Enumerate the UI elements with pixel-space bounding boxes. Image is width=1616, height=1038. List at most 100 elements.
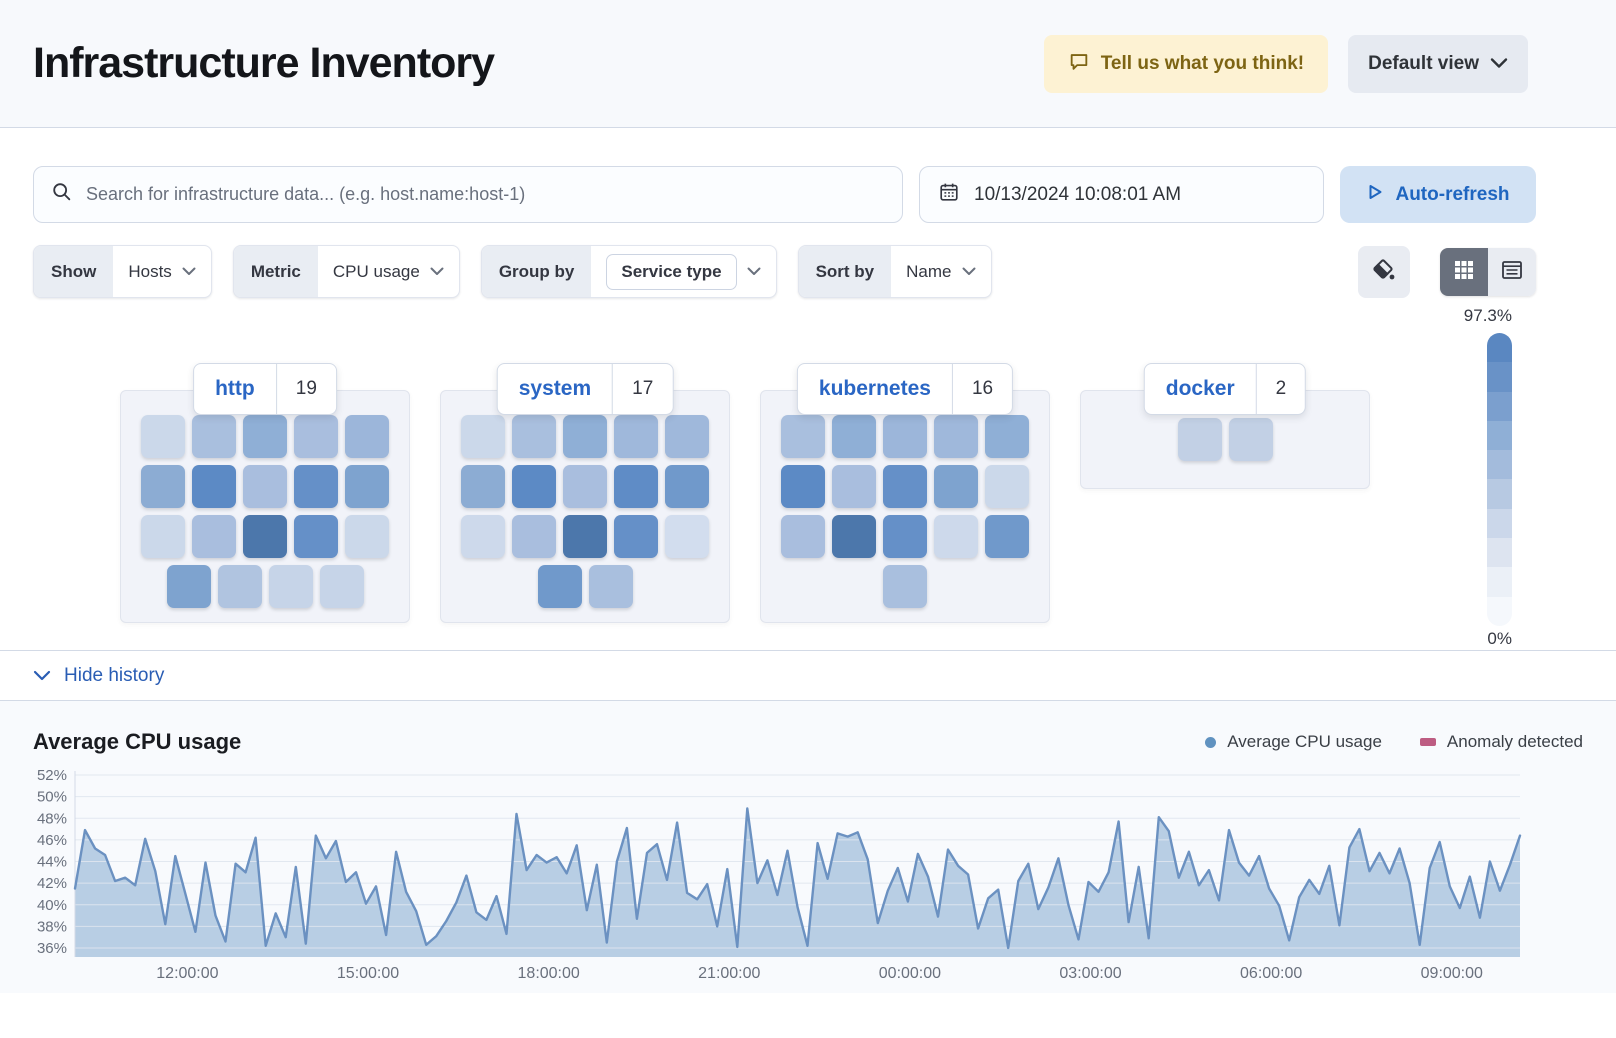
host-tile[interactable] xyxy=(294,415,338,458)
group-name[interactable]: system xyxy=(518,377,592,400)
tile-row xyxy=(461,415,709,458)
host-tile[interactable] xyxy=(1177,418,1222,461)
grid-view-button[interactable] xyxy=(1440,247,1488,296)
feedback-button[interactable]: Tell us what you think! xyxy=(1043,34,1329,93)
host-tile[interactable] xyxy=(588,565,633,608)
sort-by-label: Sort by xyxy=(798,246,892,297)
host-tile[interactable] xyxy=(614,415,658,458)
host-tile[interactable] xyxy=(512,415,556,458)
host-tile[interactable] xyxy=(345,465,389,508)
host-tile[interactable] xyxy=(345,515,389,558)
host-tile[interactable] xyxy=(512,465,556,508)
search-input[interactable] xyxy=(86,184,885,205)
host-tile[interactable] xyxy=(832,415,876,458)
host-tile[interactable] xyxy=(985,465,1029,508)
host-tile[interactable] xyxy=(141,515,185,558)
group-label-pill[interactable]: system 17 xyxy=(496,363,674,415)
group-by-selected-pill[interactable]: Service type xyxy=(606,253,737,290)
show-value-dropdown[interactable]: Hosts xyxy=(113,246,210,297)
host-tile[interactable] xyxy=(461,465,505,508)
host-tile[interactable] xyxy=(166,565,211,608)
host-tile[interactable] xyxy=(883,565,927,608)
chart-legend: Average CPU usage Anomaly detected xyxy=(1205,732,1583,752)
pill-divider xyxy=(612,364,614,414)
host-tile[interactable] xyxy=(217,565,262,608)
cpu-history-chart-section: Average CPU usage Average CPU usage Anom… xyxy=(0,700,1616,993)
host-tile[interactable] xyxy=(883,415,927,458)
hide-history-toggle[interactable]: Hide history xyxy=(0,650,1616,700)
host-tile[interactable] xyxy=(319,565,364,608)
tile-row xyxy=(781,465,1029,508)
group-name[interactable]: http xyxy=(215,377,255,400)
group-name[interactable]: kubernetes xyxy=(818,377,931,400)
host-tile[interactable] xyxy=(985,515,1029,558)
host-tile[interactable] xyxy=(537,565,582,608)
host-tile[interactable] xyxy=(934,515,978,558)
y-tick-label: 36% xyxy=(37,940,67,957)
group-count: 17 xyxy=(632,378,654,399)
host-tile[interactable] xyxy=(192,515,236,558)
host-tile[interactable] xyxy=(781,515,825,558)
host-tile[interactable] xyxy=(614,465,658,508)
host-tile[interactable] xyxy=(294,465,338,508)
host-tile[interactable] xyxy=(563,515,607,558)
host-tile[interactable] xyxy=(243,515,287,558)
group-by-value-dropdown[interactable]: Service type xyxy=(591,246,775,297)
host-tile[interactable] xyxy=(1228,418,1273,461)
host-tile[interactable] xyxy=(883,465,927,508)
datetime-value: 10/13/2024 10:08:01 AM xyxy=(974,183,1182,205)
view-selector-button[interactable]: Default view xyxy=(1348,34,1528,93)
host-tile[interactable] xyxy=(781,465,825,508)
host-tile[interactable] xyxy=(665,415,709,458)
tile-row xyxy=(1177,418,1273,461)
host-tile[interactable] xyxy=(563,415,607,458)
host-tile[interactable] xyxy=(243,465,287,508)
y-tick-label: 52% xyxy=(37,767,67,784)
host-tile[interactable] xyxy=(883,515,927,558)
host-tile[interactable] xyxy=(268,565,313,608)
legend-anomaly[interactable]: Anomaly detected xyxy=(1419,732,1583,752)
host-tile[interactable] xyxy=(192,465,236,508)
x-tick-label: 09:00:00 xyxy=(1420,965,1483,982)
host-tile[interactable] xyxy=(141,465,185,508)
host-tile[interactable] xyxy=(665,465,709,508)
auto-refresh-button[interactable]: Auto-refresh xyxy=(1340,166,1536,223)
host-tile[interactable] xyxy=(614,515,658,558)
host-tile[interactable] xyxy=(345,415,389,458)
host-tile[interactable] xyxy=(832,515,876,558)
search-box[interactable] xyxy=(33,166,903,223)
host-tile[interactable] xyxy=(934,415,978,458)
host-tile[interactable] xyxy=(934,465,978,508)
host-tile[interactable] xyxy=(141,415,185,458)
host-tile[interactable] xyxy=(461,515,505,558)
host-tile[interactable] xyxy=(294,515,338,558)
host-tile[interactable] xyxy=(192,415,236,458)
tile-row xyxy=(781,515,1029,558)
host-tile[interactable] xyxy=(781,415,825,458)
host-tile[interactable] xyxy=(563,465,607,508)
paint-bucket-icon xyxy=(1371,257,1397,286)
host-tile[interactable] xyxy=(512,515,556,558)
date-picker[interactable]: 10/13/2024 10:08:01 AM xyxy=(919,166,1324,223)
host-tile[interactable] xyxy=(243,415,287,458)
host-tile[interactable] xyxy=(665,515,709,558)
pill-divider xyxy=(951,364,953,414)
sort-by-value-dropdown[interactable]: Name xyxy=(891,246,990,297)
host-tile[interactable] xyxy=(832,465,876,508)
tile-row xyxy=(141,515,389,558)
scale-step xyxy=(1487,333,1512,363)
metric-value-dropdown[interactable]: CPU usage xyxy=(318,246,459,297)
host-tile[interactable] xyxy=(461,415,505,458)
group-name[interactable]: docker xyxy=(1165,377,1235,400)
pill-divider xyxy=(275,364,277,414)
table-view-button[interactable] xyxy=(1488,247,1536,296)
host-tile[interactable] xyxy=(985,415,1029,458)
y-tick-label: 38% xyxy=(37,918,67,935)
legend-avg-cpu[interactable]: Average CPU usage xyxy=(1205,732,1382,752)
color-palette-button[interactable] xyxy=(1358,245,1410,298)
